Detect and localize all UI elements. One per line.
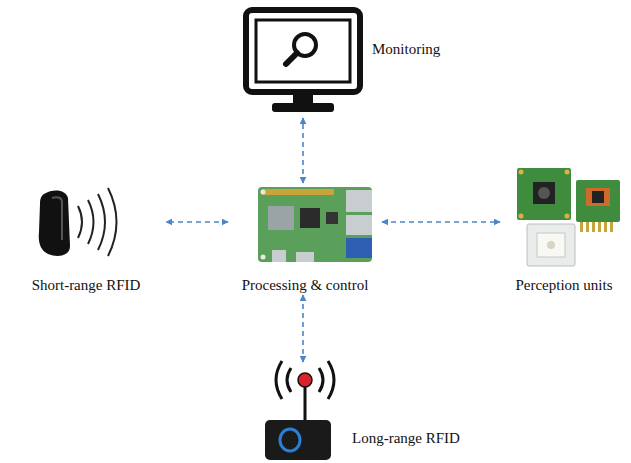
- node-label: Processing & control: [228, 277, 382, 294]
- rfid-reader-icon: [39, 188, 117, 256]
- node-label: Monitoring: [372, 41, 440, 58]
- sensor-node: Perception units: [500, 160, 628, 298]
- controller-node: Processing & control: [228, 183, 382, 295]
- monitor-icon: [246, 10, 360, 112]
- dashed-connector: [166, 221, 228, 223]
- node-label: Short-range RFID: [6, 277, 166, 294]
- rfid-node: Long-range RFID: [258, 362, 470, 460]
- rfid-node: Short-range RFID: [6, 185, 166, 297]
- rfid-antenna-icon: [265, 361, 334, 460]
- sensor-modules: [517, 168, 620, 266]
- processing-board: [258, 187, 372, 262]
- monitor-node: Monitoring: [238, 4, 450, 118]
- node-label: Long-range RFID: [352, 430, 460, 447]
- dashed-connector: [302, 295, 304, 362]
- dashed-connector: [302, 118, 304, 183]
- dashed-connector: [382, 221, 500, 223]
- node-label: Perception units: [500, 277, 628, 294]
